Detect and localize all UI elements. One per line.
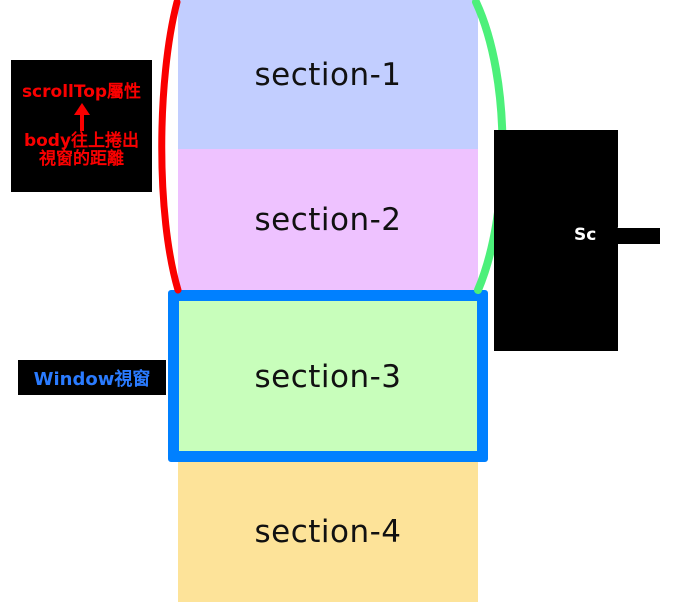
section-2-label: section-2 xyxy=(254,202,402,238)
window-callout: Window視窗 xyxy=(18,360,166,395)
scrolltop-callout: scrollTop屬性 body往上捲出 視窗的距離 xyxy=(11,60,152,192)
section-block-3: section-3 xyxy=(178,291,478,462)
section-block-2: section-2 xyxy=(178,149,478,291)
scrolltop-callout-line3: 視窗的距離 xyxy=(39,149,124,170)
scrolltop-up-arrow-icon xyxy=(11,102,152,132)
window-callout-label: Window視窗 xyxy=(33,368,151,390)
scrolltop-callout-line1: scrollTop屬性 xyxy=(21,82,142,103)
section-block-1: section-1 xyxy=(178,0,478,149)
right-label-occluder-bar xyxy=(596,228,660,244)
section-3-label: section-3 xyxy=(254,358,402,395)
section-4-label: section-4 xyxy=(254,514,402,550)
section-block-4: section-4 xyxy=(178,462,478,602)
section-1-label: section-1 xyxy=(254,56,402,93)
window-viewport-frame xyxy=(168,290,488,462)
left-red-arc xyxy=(158,0,182,294)
scrolltop-callout-line2: body往上捲出 xyxy=(23,130,140,151)
